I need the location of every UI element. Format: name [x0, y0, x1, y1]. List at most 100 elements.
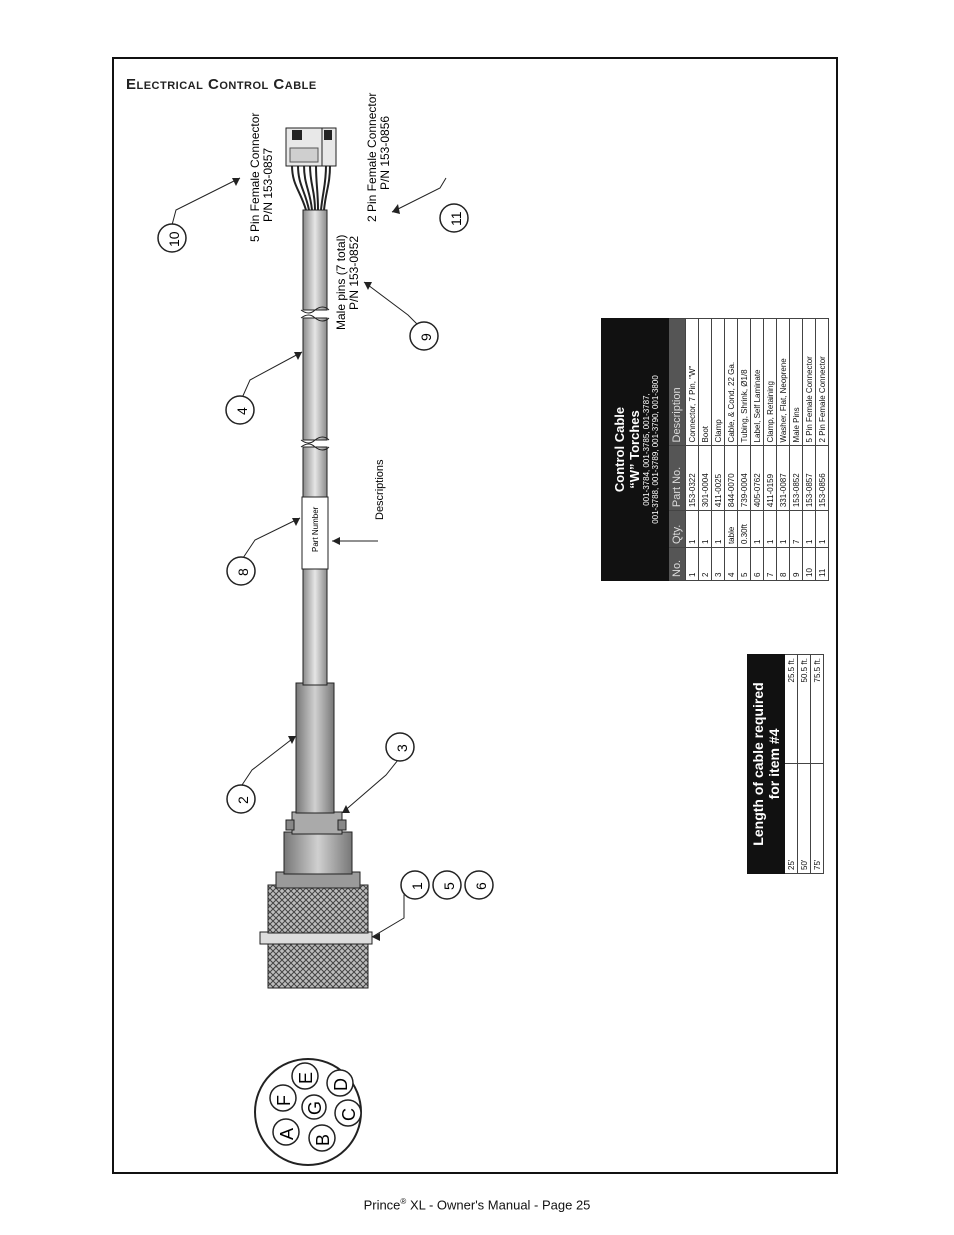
table-cell: 739-0004 [737, 445, 751, 511]
footer-text: XL - Owner's Manual - Page 25 [406, 1197, 591, 1213]
page-footer: Prince® XL - Owner's Manual - Page 25 [0, 1197, 954, 1212]
callout-8: 6 [473, 882, 489, 890]
male-pins-label-1: Male pins (7 total) [334, 235, 348, 330]
five-pin-label-2: P/N 153-0857 [261, 148, 275, 222]
table-cell: Washer, Flat, Neoprene [776, 318, 790, 446]
pin-B [308, 1124, 336, 1152]
connector-body [259, 811, 373, 989]
table-cell: 25.5 ft. [784, 654, 798, 764]
table-cell: 8 [776, 547, 790, 581]
page-border [112, 57, 838, 1174]
table-cell: table [724, 510, 738, 548]
parts-table-title: Control Cable [612, 406, 627, 493]
table-cell: 844-0070 [724, 445, 738, 511]
table-cell: Clamp, Retaining [763, 318, 777, 446]
parts-table-models-1: 001-3784, 001-3785, 001-3787, [642, 393, 651, 506]
table-cell: 4 [724, 547, 738, 581]
table-cell: 9 [789, 547, 803, 581]
table-cell: 5 [737, 547, 751, 581]
pin-A-label: A [277, 1128, 297, 1140]
table-cell: 1 [711, 510, 725, 548]
table-cell: Boot [698, 318, 712, 446]
pin-F [269, 1084, 297, 1112]
table-cell: Connector, 7 Pin, "W" [685, 318, 699, 446]
callout-5: 5 [441, 882, 457, 890]
table-cell: 2 Pin Female Connector [815, 318, 829, 446]
table-cell: Tubing, Shrink, Ø1/8 [737, 318, 751, 446]
pin-G-label: G [305, 1101, 325, 1115]
table-cell: 153-0857 [802, 445, 816, 511]
col-qty: Qty. [668, 510, 686, 548]
five-pin-connector [285, 127, 323, 167]
table-cell: 153-0852 [789, 445, 803, 511]
table-cell: 5 Pin Female Connector [802, 318, 816, 446]
table-cell: 75' [810, 764, 824, 874]
table-row: 25'25.5 ft. [784, 654, 798, 874]
pin-E-label: E [296, 1072, 316, 1084]
pin-D [326, 1069, 354, 1097]
callout-11: 11 [448, 211, 464, 226]
pin-F-label: F [274, 1095, 294, 1106]
table-cell: 153-0856 [815, 445, 829, 511]
table-cell: Cable, & Cond, 22 Ga. [724, 318, 738, 446]
table-cell: 1 [698, 510, 712, 548]
section-title: Electrical Control Cable [126, 76, 317, 93]
table-cell: 50.5 ft. [797, 654, 811, 764]
table-cell: 11 [815, 547, 829, 581]
wires [291, 164, 331, 211]
col-part-no: Part No. [668, 445, 686, 511]
table-cell: 153-0322 [685, 445, 699, 511]
table-row: 50'50.5 ft. [797, 654, 811, 874]
registered-mark: ® [400, 1197, 407, 1206]
pin-G [301, 1094, 327, 1120]
table-cell: 1 [763, 510, 777, 548]
table-cell: 1 [776, 510, 790, 548]
table-cell: 10 [802, 547, 816, 581]
cable [300, 209, 330, 686]
callout-10: 10 [166, 231, 182, 247]
two-pin-connector [321, 127, 337, 167]
table-cell: 1 [802, 510, 816, 548]
col-description: Description [668, 318, 686, 446]
five-pin-label-1: 5 Pin Female Connector [248, 113, 262, 242]
parts-table-subtitle: “W” Torches [627, 410, 642, 489]
table-cell: Label, Self Laminate [750, 318, 764, 446]
callout-9: 9 [418, 333, 434, 341]
pin-D-label: D [331, 1078, 351, 1091]
arrowheads [232, 178, 400, 941]
table-cell: Clamp [711, 318, 725, 446]
table-cell: 331-0087 [776, 445, 790, 511]
table-cell: 1 [750, 510, 764, 548]
table-cell: 0.30ft [737, 510, 751, 548]
table-row: 75'75.5 ft. [810, 654, 824, 874]
boot [295, 682, 335, 814]
table-cell: 1 [685, 547, 699, 581]
table-cell: Male Pins [789, 318, 803, 446]
table-cell: 7 [763, 547, 777, 581]
pin-E [291, 1062, 319, 1090]
pin-C-label: C [339, 1108, 359, 1121]
table-cell: 7 [789, 510, 803, 548]
table-cell: 405-0762 [750, 445, 764, 511]
leader-lines [171, 177, 447, 938]
callout-1: 1 [409, 882, 425, 890]
length-table: Length of cable required for item #4 25'… [747, 654, 824, 874]
col-no: No. [668, 547, 686, 581]
two-pin-label-2: P/N 153-0856 [378, 116, 392, 190]
table-cell: 3 [711, 547, 725, 581]
callout-2: 2 [235, 796, 251, 804]
pin-C [334, 1099, 362, 1127]
table-cell: 2 [698, 547, 712, 581]
pin-B-label: B [313, 1134, 333, 1146]
length-table-title: Length of cable required [750, 682, 766, 846]
